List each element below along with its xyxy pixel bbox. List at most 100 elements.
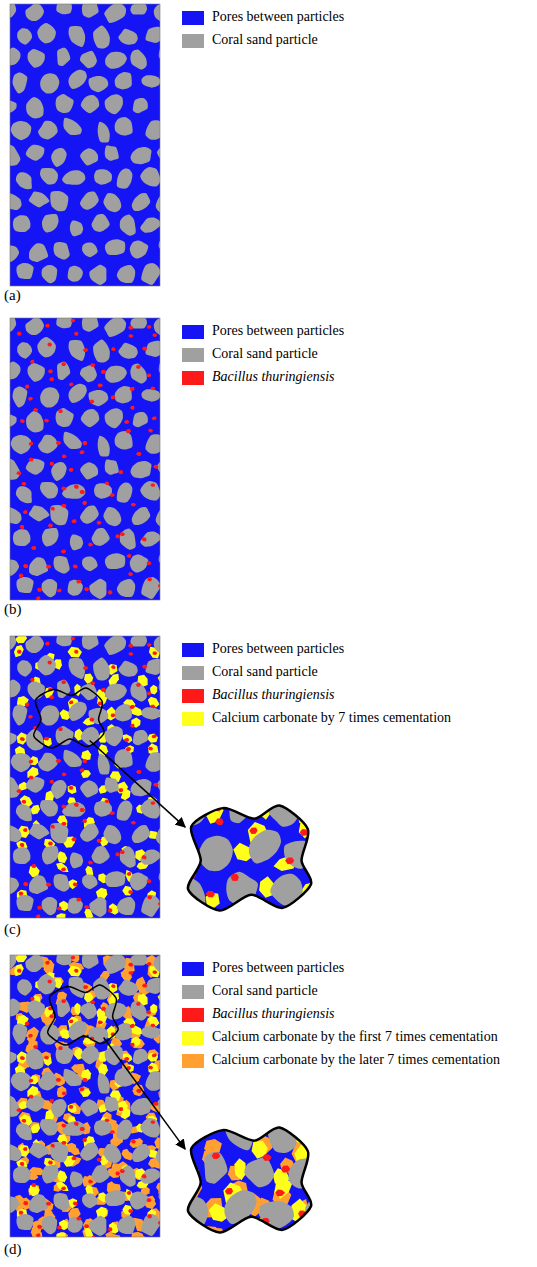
carbonate-crystal <box>208 744 225 762</box>
sand-particle <box>118 29 137 45</box>
carbonate-crystal <box>405 779 426 799</box>
carbonate-crystal <box>56 1182 69 1191</box>
carbonate-crystal <box>359 857 375 875</box>
carbonate-crystal <box>384 1121 396 1139</box>
carbonate-crystal <box>17 1051 27 1064</box>
bacterium <box>82 501 87 505</box>
bacterium <box>56 759 61 763</box>
sand-particle <box>117 1120 133 1140</box>
carbonate-crystal <box>357 838 379 855</box>
sand-particle <box>146 659 160 675</box>
bacterium <box>417 770 426 777</box>
sand-particle <box>69 26 86 47</box>
sand-particle <box>82 556 98 571</box>
sand-particle <box>54 1193 70 1211</box>
sand-particle <box>82 318 99 332</box>
bacterium <box>74 969 79 973</box>
bacterium <box>423 923 432 930</box>
sand-particles <box>99 1060 443 1267</box>
bacterium <box>25 385 30 389</box>
sand-particle <box>54 874 70 892</box>
legend-text: Coral sand particle <box>212 664 318 681</box>
sand-particle <box>82 242 98 257</box>
sand-particle <box>105 145 119 160</box>
sand-particle <box>56 636 72 646</box>
sand-particle <box>42 846 59 864</box>
sand-particles <box>10 955 160 1237</box>
sand-particle <box>42 214 59 232</box>
bacterium <box>157 1148 165 1155</box>
sand-particle <box>16 895 33 911</box>
bacterium <box>442 1152 450 1159</box>
bacterium <box>71 1156 76 1160</box>
carbonate-crystal <box>148 1016 160 1027</box>
sand-particle <box>62 170 85 185</box>
bacterium <box>21 1119 26 1123</box>
bacterium <box>48 841 53 845</box>
sand-particle <box>337 1239 363 1266</box>
sand-particle <box>80 365 97 382</box>
sand-particle <box>103 825 121 844</box>
sand-particle <box>89 897 106 917</box>
bacterium <box>74 650 79 654</box>
sand-particle <box>154 4 160 22</box>
sand-particle <box>16 1123 32 1140</box>
sand-particle <box>105 459 119 474</box>
sand-particle <box>81 1046 100 1064</box>
carbonate-crystal <box>14 964 24 976</box>
carbonate-crystal <box>394 1219 411 1237</box>
legend-swatch <box>182 1008 204 1022</box>
bacterium <box>44 737 49 741</box>
sand-particle <box>56 408 74 427</box>
bacterium <box>321 1254 331 1261</box>
carbonate-crystal <box>122 1053 132 1062</box>
sand-particle <box>357 794 386 829</box>
bacterium <box>148 747 153 751</box>
bacterium <box>385 812 393 818</box>
carbonate-crystal <box>110 1235 121 1237</box>
sand-particle <box>104 4 126 23</box>
carbonate-crystal <box>461 1005 478 1028</box>
carbonate-crystal <box>174 1173 191 1197</box>
sand-particle <box>17 342 32 358</box>
sand-particle <box>63 1069 81 1086</box>
bacterium <box>47 343 52 347</box>
sand-particle <box>42 1216 58 1234</box>
carbonate-crystal <box>121 1094 141 1110</box>
sand-particle <box>130 636 147 647</box>
sand-particle <box>40 1119 58 1135</box>
bacterium <box>57 589 62 593</box>
bacterium <box>147 1214 152 1218</box>
bacterium <box>61 486 66 490</box>
bacterium <box>20 1056 25 1060</box>
sand-particle <box>352 1200 385 1222</box>
carbonate-crystal <box>384 1226 401 1240</box>
sand-particle <box>70 534 83 550</box>
bacterium <box>467 792 475 799</box>
carbonate-crystal <box>299 1240 318 1264</box>
sand-particle <box>80 505 99 523</box>
sand-particle <box>80 148 98 165</box>
bacterium <box>30 997 35 1001</box>
sand-particle <box>13 1024 28 1045</box>
sand-particle <box>89 390 109 406</box>
sand-particles <box>10 4 160 286</box>
carbonate-crystal <box>57 1086 66 1097</box>
bacterium <box>61 1123 66 1127</box>
legend-swatch <box>182 34 204 48</box>
carbonate-crystal <box>15 636 27 643</box>
bacterium <box>51 825 55 829</box>
bacterium <box>111 713 116 717</box>
sand-particle <box>404 1112 438 1150</box>
bacterium <box>37 1225 42 1229</box>
carbonate-crystal <box>158 883 175 905</box>
sand-particle <box>117 801 133 821</box>
sand-particle <box>130 49 147 69</box>
carbonate-crystal <box>325 1185 341 1202</box>
sand-particle <box>80 780 98 797</box>
bacterium <box>49 377 54 381</box>
bacterium <box>142 347 147 351</box>
legend-swatch <box>182 11 204 25</box>
sand-particle <box>10 4 16 19</box>
sand-particle <box>382 1148 415 1180</box>
